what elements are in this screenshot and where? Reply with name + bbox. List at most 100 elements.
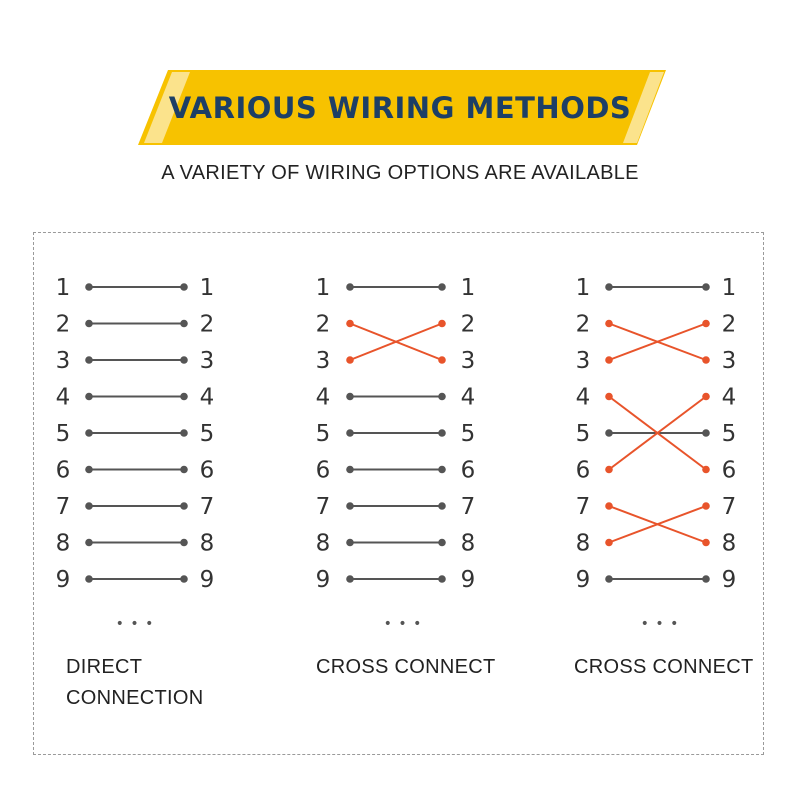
pin-dot-right — [438, 465, 446, 474]
pin-label-left: 9 — [316, 567, 331, 593]
pin-dot-left — [346, 465, 354, 474]
crossed-wire — [608, 505, 707, 544]
pin-label-right: 1 — [200, 275, 215, 301]
ellipsis-dots: • • • — [641, 616, 680, 632]
pin-dot-right — [438, 502, 446, 510]
banner-left-stripe — [144, 72, 190, 143]
pin-label-right: 5 — [461, 421, 476, 447]
pin-label-left: 5 — [56, 421, 71, 447]
pin-dot-right — [180, 429, 188, 437]
pin-label-left: 4 — [316, 385, 331, 411]
pin-label-right: 9 — [461, 567, 476, 593]
pin-dot-left — [605, 283, 613, 291]
pin-dot-left — [85, 538, 93, 547]
pin-label-left: 7 — [316, 494, 331, 520]
pin-label-right: 6 — [722, 458, 737, 484]
crossed-wire — [608, 322, 707, 361]
pin-label-left: 1 — [316, 275, 331, 301]
pin-label-right: 7 — [200, 494, 215, 520]
pin-label-left: 5 — [316, 421, 331, 447]
pin-dot-right — [438, 283, 446, 291]
pin-dot-left — [346, 283, 354, 291]
caption-cross2-line1: CROSS CONNECT — [574, 656, 754, 678]
caption-direct-connection: DIRECT CONNECTION — [66, 652, 203, 714]
pin-label-right: 4 — [722, 385, 737, 411]
pin-label-right: 3 — [461, 348, 476, 374]
pin-label-right: 8 — [461, 531, 476, 557]
pin-label-right: 2 — [461, 312, 476, 338]
pin-dot-right — [438, 429, 446, 437]
page-title: VARIOUS WIRING METHODS — [168, 91, 632, 125]
pin-dot-right — [180, 575, 188, 583]
pin-dot-left — [346, 392, 354, 401]
pin-label-right: 3 — [200, 348, 215, 374]
pin-dot-right — [702, 283, 710, 291]
pin-label-left: 8 — [56, 531, 71, 557]
pin-label-left: 1 — [576, 275, 591, 301]
pin-dot-right — [702, 429, 710, 437]
pin-label-right: 3 — [722, 348, 737, 374]
pin-dot-right — [180, 319, 188, 328]
pin-dot-left — [85, 283, 93, 291]
pin-dot-left — [605, 575, 613, 583]
banner-right-stripe — [623, 72, 664, 143]
pin-label-left: 5 — [576, 421, 591, 447]
pin-label-left: 7 — [56, 494, 71, 520]
caption-direct-line1: DIRECT — [66, 656, 143, 678]
pin-label-right: 5 — [200, 421, 215, 447]
pin-dot-right — [438, 392, 446, 401]
pin-label-right: 5 — [722, 421, 737, 447]
pin-label-right: 4 — [461, 385, 476, 411]
page-subtitle: A VARIETY OF WIRING OPTIONS ARE AVAILABL… — [161, 162, 639, 184]
pin-dot-right — [438, 538, 446, 547]
pin-label-right: 7 — [461, 494, 476, 520]
pin-dot-left — [346, 575, 354, 583]
caption-cross-connect-2: CROSS CONNECT — [574, 652, 753, 683]
pin-label-left: 1 — [56, 275, 71, 301]
pin-label-left: 3 — [576, 348, 591, 374]
caption-cross-connect-1: CROSS CONNECT — [316, 652, 495, 683]
pin-label-left: 2 — [56, 312, 71, 338]
pin-dot-left — [85, 502, 93, 510]
pin-dot-right — [180, 465, 188, 474]
pin-label-left: 8 — [576, 531, 591, 557]
pin-dot-right — [180, 538, 188, 547]
pin-label-left: 9 — [56, 567, 71, 593]
pin-label-left: 2 — [576, 312, 591, 338]
pin-label-right: 6 — [461, 458, 476, 484]
pin-dot-left — [85, 392, 93, 401]
pin-dot-left — [85, 429, 93, 437]
pin-label-left: 9 — [576, 567, 591, 593]
pin-label-right: 8 — [722, 531, 737, 557]
crossed-wire — [608, 395, 707, 471]
pin-label-left: 4 — [56, 385, 71, 411]
pin-label-right: 1 — [461, 275, 476, 301]
pin-dot-left — [85, 575, 93, 583]
pin-label-left: 8 — [316, 531, 331, 557]
pin-label-right: 2 — [722, 312, 737, 338]
ellipsis-dots: • • • — [116, 616, 155, 632]
pin-dot-right — [438, 575, 446, 583]
pin-dot-left — [346, 429, 354, 437]
pin-dot-left — [346, 502, 354, 510]
pin-dot-right — [702, 575, 710, 583]
pin-dot-left — [605, 429, 613, 437]
pin-label-right: 2 — [200, 312, 215, 338]
pin-dot-right — [180, 356, 188, 364]
pin-label-right: 1 — [722, 275, 737, 301]
pin-label-left: 4 — [576, 385, 591, 411]
banner-main-shape — [138, 70, 666, 145]
pin-dot-right — [180, 502, 188, 510]
ellipsis-dots: • • • — [384, 616, 423, 632]
wiring-panel — [33, 232, 764, 755]
pin-label-left: 3 — [316, 348, 331, 374]
caption-cross1-line1: CROSS CONNECT — [316, 656, 496, 678]
pin-label-left: 3 — [56, 348, 71, 374]
pin-dot-left — [85, 319, 93, 328]
pin-dot-left — [346, 538, 354, 547]
pin-label-right: 8 — [200, 531, 215, 557]
pin-label-left: 6 — [316, 458, 331, 484]
pin-label-right: 9 — [200, 567, 215, 593]
pin-label-right: 4 — [200, 385, 215, 411]
